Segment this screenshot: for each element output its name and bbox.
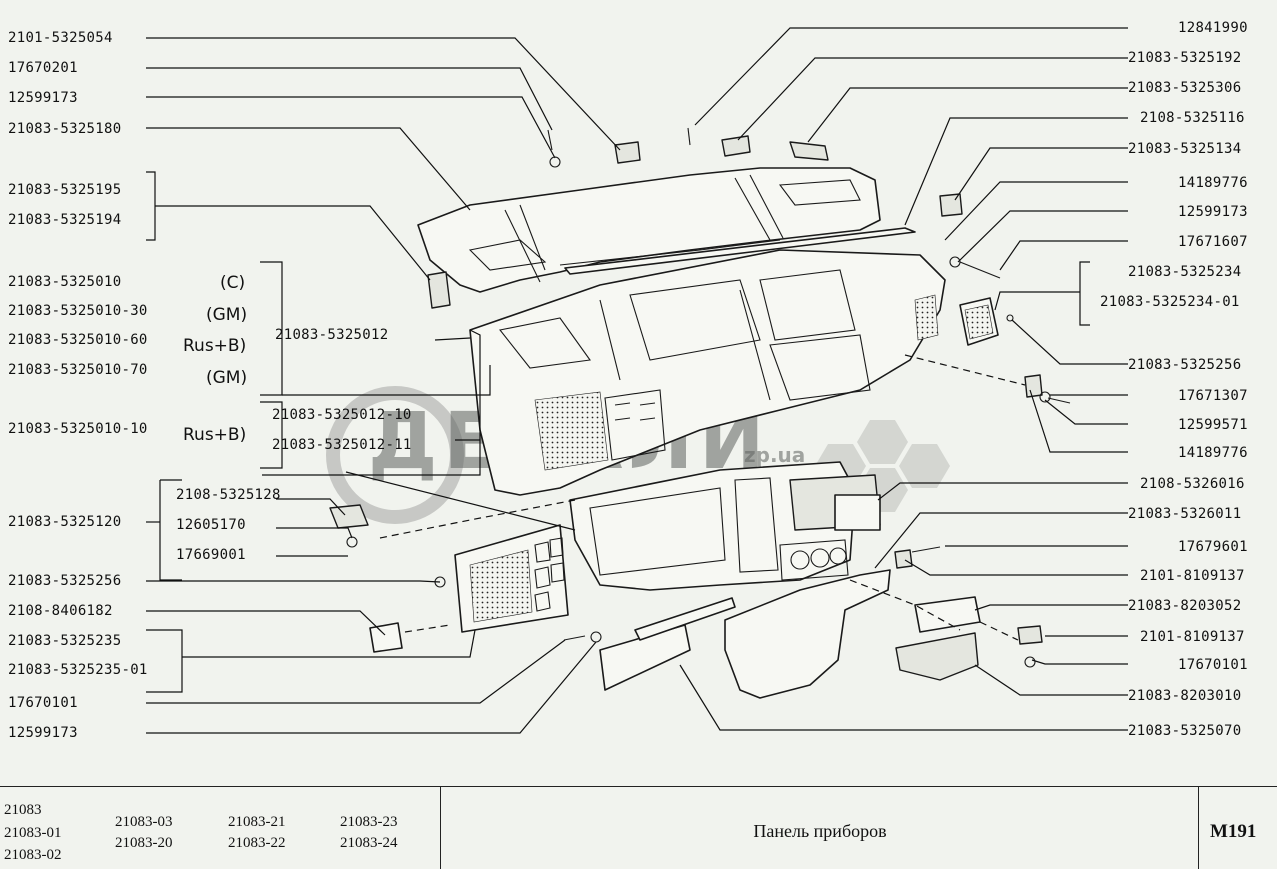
leader-lines	[146, 27, 1128, 734]
variant-labels: (C) (GM) Rus+B) (GM) Rus+B)	[183, 273, 247, 445]
model-code: 21083-23	[340, 814, 398, 830]
page-title: Панель приборов	[753, 821, 887, 841]
title-cell: Панель приборов	[442, 787, 1199, 869]
model-code: 21083-21	[228, 814, 286, 830]
part-label: 21083-5325235	[8, 633, 121, 649]
labels-right: 12841990 21083-5325192 21083-5325306 210…	[1100, 20, 1248, 739]
variant-label: Rus+B)	[183, 425, 246, 445]
part-label: 21083-5325012-11	[272, 437, 412, 453]
part-label: 17670101	[1178, 657, 1248, 673]
part-label: 21083-5325234-01	[1100, 294, 1240, 310]
part-label: 21083-5325070	[1128, 723, 1241, 739]
part-label: 21083-5325010-60	[8, 332, 148, 348]
variant-label: (GM)	[206, 368, 247, 388]
part-label: 21083-5325120	[8, 514, 121, 530]
title-block: 21083 21083-01 21083-02 21083-03 21083-2…	[0, 786, 1277, 869]
part-label: 2108-8406182	[8, 603, 113, 619]
part-label: 17679601	[1178, 539, 1248, 555]
part-label: 17670201	[8, 60, 78, 76]
model-code: 21083	[4, 802, 42, 818]
part-label: 21083-5325234	[1128, 264, 1241, 280]
part-label: 2101-8109137	[1140, 629, 1245, 645]
part-label: 2101-8109137	[1140, 568, 1245, 584]
labels-left: 2101-5325054 17670201 12599173 21083-532…	[8, 30, 148, 741]
code-cell: M191	[1200, 787, 1277, 869]
part-label: 21083-5325012-10	[272, 407, 412, 423]
variant-label: (GM)	[206, 305, 247, 325]
model-list: 21083 21083-01 21083-02 21083-03 21083-2…	[0, 787, 441, 869]
part-label: 12599173	[1178, 204, 1248, 220]
part-label: 21083-5325010-30	[8, 303, 148, 319]
part-label: 21083-8203010	[1128, 688, 1241, 704]
part-label: 14189776	[1178, 175, 1248, 191]
part-label: 21083-5326011	[1128, 506, 1241, 522]
part-label: 21083-5325010	[8, 274, 121, 290]
part-label: 17671307	[1178, 388, 1248, 404]
part-label: 21083-5325010-70	[8, 362, 148, 378]
part-label: 2108-5325116	[1140, 110, 1245, 126]
watermark-suffix: zp.ua	[744, 443, 805, 467]
model-code: 21083-02	[4, 847, 62, 863]
part-label: 17670101	[8, 695, 78, 711]
page-code: M191	[1210, 821, 1257, 842]
part-label: 12599173	[8, 90, 78, 106]
part-label: 21083-5325134	[1128, 141, 1241, 157]
variant-label: Rus+B)	[183, 336, 246, 356]
parts-drawing	[329, 127, 1071, 699]
part-label: 12605170	[176, 517, 246, 533]
part-label: 2108-5325128	[176, 487, 281, 503]
model-code: 21083-01	[4, 825, 62, 841]
part-label: 21083-8203052	[1128, 598, 1241, 614]
part-label: 17669001	[176, 547, 246, 563]
part-label: 12599173	[8, 725, 78, 741]
part-label: 17671607	[1178, 234, 1248, 250]
variant-label: (C)	[220, 273, 245, 293]
part-label: 21083-5325306	[1128, 80, 1241, 96]
part-label: 21083-5325194	[8, 212, 121, 228]
part-label: 21083-5325180	[8, 121, 121, 137]
part-label: 21083-5325195	[8, 182, 121, 198]
part-label: 12841990	[1178, 20, 1248, 36]
model-code: 21083-20	[115, 835, 173, 851]
model-code: 21083-22	[228, 835, 286, 851]
part-label: 2108-5326016	[1140, 476, 1245, 492]
part-label: 21083-5325012	[275, 327, 388, 343]
part-label: 2101-5325054	[8, 30, 113, 46]
part-label: 12599571	[1178, 417, 1248, 433]
part-label: 21083-5325010-10	[8, 421, 148, 437]
part-label: 21083-5325256	[1128, 357, 1241, 373]
part-label: 21083-5325192	[1128, 50, 1241, 66]
labels-inner: 21083-5325012 21083-5325012-10 21083-532…	[176, 327, 412, 563]
gear-icon	[326, 386, 464, 524]
part-label: 21083-5325256	[8, 573, 121, 589]
model-code: 21083-03	[115, 814, 173, 830]
part-label: 14189776	[1178, 445, 1248, 461]
part-label: 21083-5325235-01	[8, 662, 148, 678]
model-code: 21083-24	[340, 835, 398, 851]
